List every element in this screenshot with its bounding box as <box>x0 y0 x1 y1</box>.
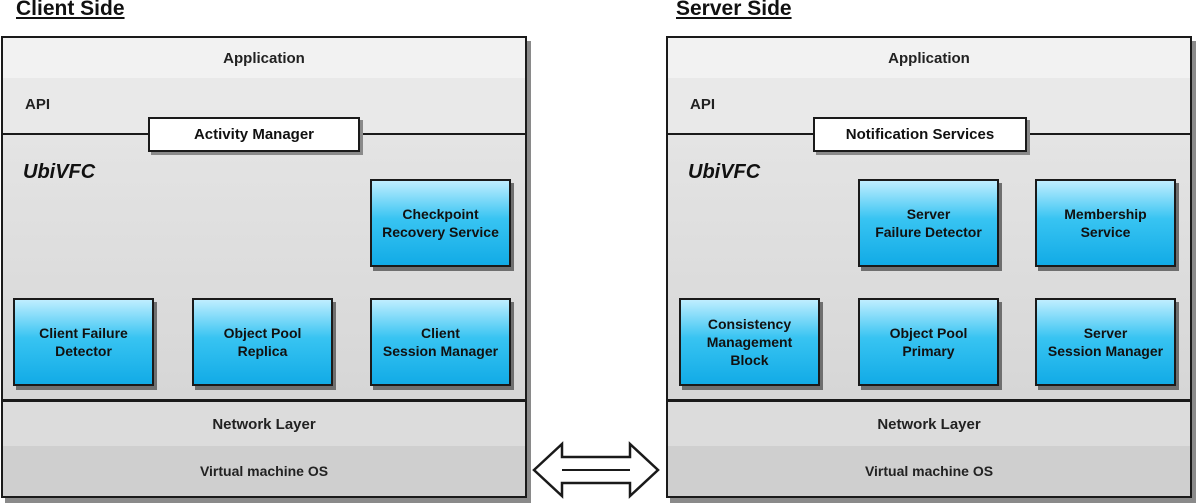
server-session-manager-label: Server Session Manager <box>1047 325 1164 359</box>
client-panel: Application API Network Layer Virtual ma… <box>1 36 527 498</box>
server-failure-detector-module: Server Failure Detector <box>858 179 999 267</box>
client-session-manager-module: Client Session Manager <box>370 298 511 386</box>
server-object-pool-module: Object Pool Primary <box>858 298 999 386</box>
server-membership-module: Membership Service <box>1035 179 1176 267</box>
server-notification-services-box: Notification Services <box>813 117 1027 152</box>
client-failure-detector-module: Client Failure Detector <box>13 298 154 386</box>
server-application-layer: Application <box>666 36 1192 80</box>
client-activity-manager-label: Activity Manager <box>193 126 315 143</box>
server-network-layer: Network Layer <box>666 400 1192 448</box>
client-application-label: Application <box>223 49 305 67</box>
server-membership-label: Membership Service <box>1064 206 1147 240</box>
server-session-manager-module: Server Session Manager <box>1035 298 1176 386</box>
server-application-label: Application <box>888 49 970 67</box>
client-object-pool-label: Object Pool Replica <box>223 325 302 359</box>
server-api-label: API <box>690 96 716 113</box>
double-headed-arrow-icon <box>532 441 660 499</box>
server-consistency-module: Consistency Management Block <box>679 298 820 386</box>
server-side-title: Server Side <box>676 0 792 20</box>
client-os-label: Virtual machine OS <box>199 463 329 479</box>
server-object-pool-label: Object Pool Primary <box>889 325 968 359</box>
client-activity-manager-box: Activity Manager <box>148 117 360 152</box>
client-application-layer: Application <box>1 36 527 80</box>
server-framework-label: UbiVFC <box>688 161 761 183</box>
client-api-label: API <box>25 96 51 113</box>
server-consistency-label: Consistency Management Block <box>706 316 793 368</box>
server-notification-services-label: Notification Services <box>845 126 995 143</box>
server-failure-detector-label: Server Failure Detector <box>875 206 982 240</box>
server-network-label: Network Layer <box>877 415 981 433</box>
server-os-layer: Virtual machine OS <box>666 446 1192 498</box>
client-framework-label: UbiVFC <box>23 161 96 183</box>
client-failure-detector-label: Client Failure Detector <box>39 325 128 359</box>
client-side-title: Client Side <box>16 0 125 20</box>
client-object-pool-module: Object Pool Replica <box>192 298 333 386</box>
client-os-layer: Virtual machine OS <box>1 446 527 498</box>
client-session-manager-label: Client Session Manager <box>382 325 499 359</box>
client-network-label: Network Layer <box>212 415 316 433</box>
server-os-label: Virtual machine OS <box>864 463 994 479</box>
client-checkpoint-recovery-label: Checkpoint Recovery Service <box>382 206 499 240</box>
server-panel: Application API Network Layer Virtual ma… <box>666 36 1192 498</box>
client-network-layer: Network Layer <box>1 400 527 448</box>
client-checkpoint-recovery-module: Checkpoint Recovery Service <box>370 179 511 267</box>
